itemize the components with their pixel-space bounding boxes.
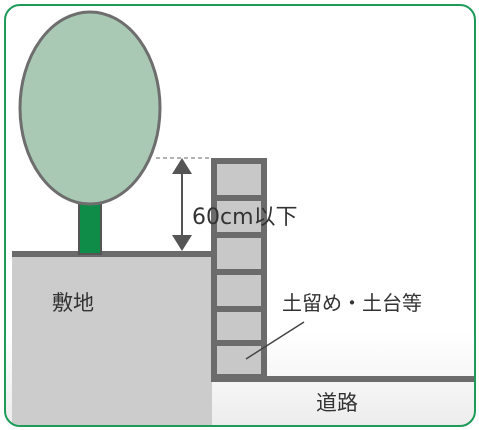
height-arrow (172, 158, 192, 251)
retaining-leader-line (245, 321, 305, 360)
block-wall-frame (211, 158, 267, 382)
site-edge (12, 251, 214, 257)
height-limit-label: 60cm以下 (192, 205, 298, 230)
block (217, 275, 261, 306)
arrow-up-head (172, 158, 192, 174)
block (217, 346, 261, 374)
retaining-label: 土留め・土台等 (282, 291, 422, 315)
arrow-down-head (172, 235, 192, 251)
site-label: 敷地 (52, 291, 94, 315)
diagram-canvas: 60cm以下 敷地 土留め・土台等 道路 (12, 10, 474, 425)
tree-trunk (78, 203, 102, 255)
road-label: 道路 (316, 391, 358, 415)
block (217, 201, 261, 232)
block (217, 164, 261, 195)
diagram-frame: 60cm以下 敷地 土留め・土台等 道路 (4, 4, 476, 427)
site-ground (12, 251, 212, 425)
block (217, 238, 261, 269)
tree-crown (18, 10, 162, 206)
road-edge (212, 376, 474, 382)
block (217, 312, 261, 340)
block-wall (211, 158, 267, 382)
